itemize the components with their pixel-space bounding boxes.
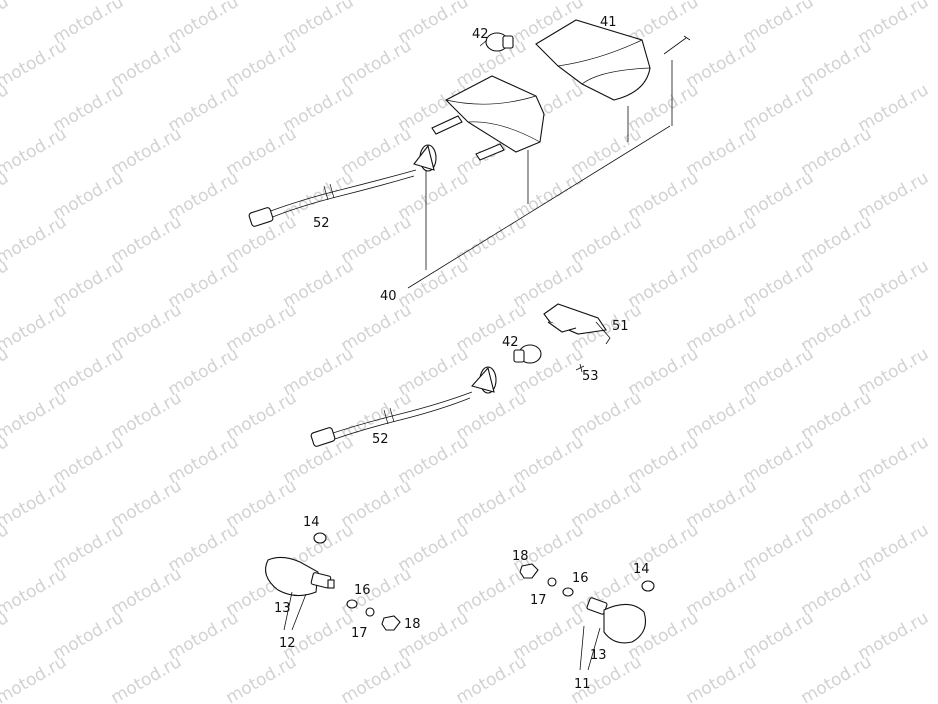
nut-18-right (519, 563, 539, 579)
watermark-text: motod.ru (798, 652, 876, 704)
watermark-text: motod.ru (0, 432, 12, 488)
indicator-lens-right (603, 603, 647, 644)
connector-middle (310, 427, 336, 447)
nut-18-left (381, 615, 401, 631)
bulb-middle (513, 344, 542, 364)
label-18-left: 18 (404, 617, 421, 632)
indicator-lens-left (265, 556, 319, 597)
tail-light-lens (535, 19, 651, 101)
indicator-right (519, 563, 655, 671)
label-18-right: 18 (512, 549, 529, 564)
tail-light-assembly (248, 19, 691, 289)
watermark-text: motod.ru (338, 652, 416, 704)
housing-stud-2 (475, 143, 505, 161)
license-light-housing (543, 303, 607, 335)
watermark-text: motod.ru (108, 652, 186, 704)
watermark-text: motod.ru (223, 652, 301, 704)
watermark-text: motod.ru (0, 0, 12, 48)
leader-12 (283, 591, 307, 631)
label-13-right: 13 (590, 648, 607, 663)
label-12: 12 (279, 636, 296, 651)
label-17-right: 17 (530, 593, 547, 608)
bulb-14-left (313, 532, 327, 544)
watermark-text: motod.ru (0, 80, 12, 136)
watermark-text: motod.ru (453, 652, 531, 704)
watermark-text: motod.ru (0, 608, 12, 664)
wiring-harness-middle (329, 391, 473, 435)
lens-screw (663, 35, 691, 55)
leader-11 (579, 625, 601, 671)
watermark-text: motod.ru (0, 652, 70, 704)
label-51: 51 (612, 319, 629, 334)
watermark-text: motod.ru (0, 124, 70, 180)
label-11: 11 (574, 677, 591, 692)
watermark-text: motod.ru (0, 168, 12, 224)
label-14-right: 14 (633, 562, 650, 577)
label-13-left: 13 (274, 601, 291, 616)
watermark-text: motod.ru (0, 212, 70, 268)
watermark-text: motod.ru (683, 652, 761, 704)
bulb-socket-top (413, 144, 437, 172)
bulb-top (479, 32, 514, 52)
watermark-text: motod.ru (0, 564, 70, 620)
bulb-socket-middle (470, 366, 497, 394)
washer-16-right (562, 587, 574, 597)
watermark-text: motod.ru (0, 344, 12, 400)
label-53: 53 (582, 369, 599, 384)
label-52-top: 52 (313, 216, 330, 231)
label-42-middle: 42 (502, 335, 519, 350)
label-16-left: 16 (354, 583, 371, 598)
watermark-text: motod.ru (0, 36, 70, 92)
label-41: 41 (600, 15, 617, 30)
connector-top (248, 207, 274, 227)
watermark-text: motod.ru (0, 520, 12, 576)
washer-17-left (365, 607, 375, 617)
label-17-left: 17 (351, 626, 368, 641)
watermark-text: motod.ru (0, 0, 70, 4)
tail-light-housing (445, 75, 545, 153)
label-16-right: 16 (572, 571, 589, 586)
screw-53 (575, 363, 585, 373)
wiring-harness-top (267, 169, 417, 213)
watermark-text: motod.ru (0, 300, 70, 356)
label-42-top: 42 (472, 27, 489, 42)
washer-17-right (547, 577, 557, 587)
bulb-14-right (641, 580, 655, 592)
indicator-left (265, 532, 401, 631)
label-14-left: 14 (303, 515, 320, 530)
housing-stud-1 (431, 115, 463, 135)
license-light-assembly (310, 303, 611, 447)
washer-16-left (346, 599, 358, 609)
watermark-text: motod.ru (0, 476, 70, 532)
label-40: 40 (380, 289, 397, 304)
label-52-middle: 52 (372, 432, 389, 447)
leader-40 (407, 60, 673, 289)
watermark-text: motod.ru (0, 388, 70, 444)
watermark-text: motod.ru (0, 256, 12, 312)
